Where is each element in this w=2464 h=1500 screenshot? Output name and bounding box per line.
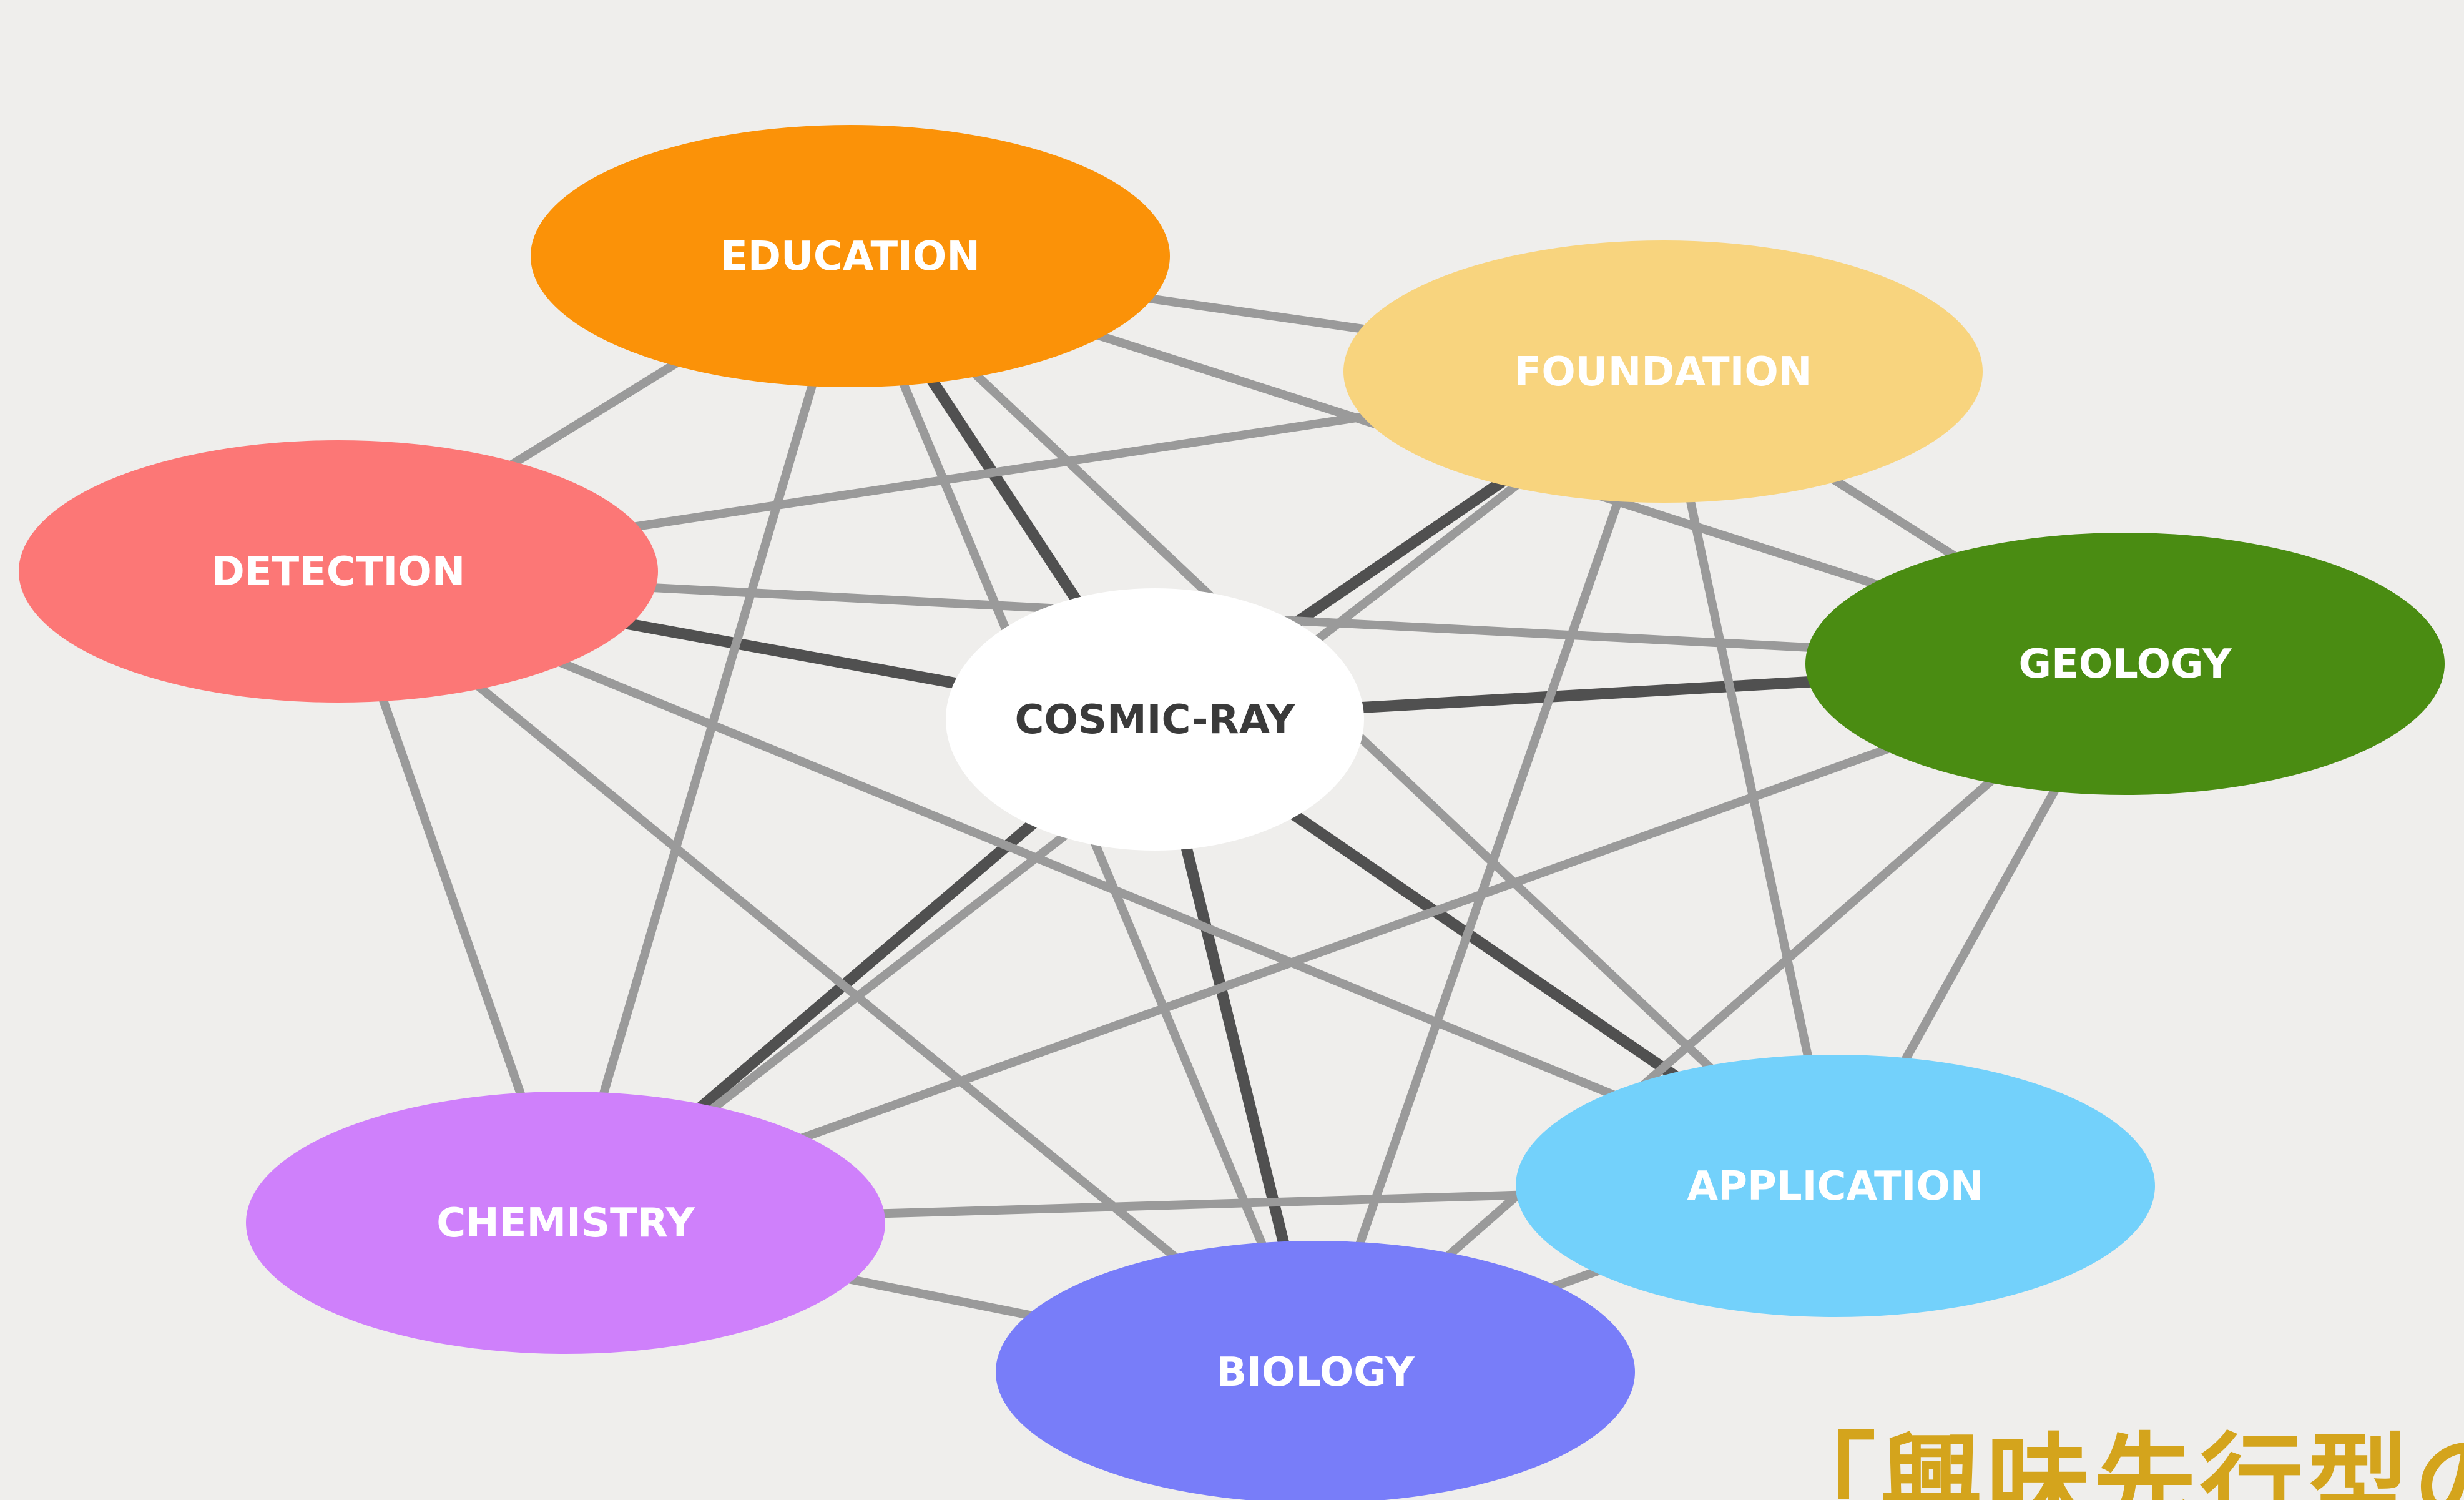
node-foundation-label: FOUNDATION xyxy=(1514,349,1812,395)
edge-cosmic-ray-geology xyxy=(1344,675,1828,714)
node-chemistry-label: CHEMISTRY xyxy=(436,1200,695,1246)
node-biology-label: BIOLOGY xyxy=(1216,1350,1415,1396)
edge-cosmic-ray-chemistry xyxy=(686,808,1049,1122)
edge-detection-application xyxy=(545,653,1629,1105)
node-geology-label: GEOLOGY xyxy=(2018,641,2232,688)
node-application-label: APPLICATION xyxy=(1687,1163,1984,1210)
node-education-ellipse xyxy=(531,125,1170,387)
node-geology-ellipse xyxy=(1805,533,2445,795)
edge-geology-chemistry xyxy=(787,739,1903,1147)
caption-text: 「興味先行型の xyxy=(1773,1421,2464,1500)
node-chemistry: CHEMISTRY xyxy=(246,1092,885,1354)
nodes-layer: EDUCATION FOUNDATION DETECTION COSMIC-RAY GE… xyxy=(19,125,2445,1500)
edge-cosmic-ray-foundation xyxy=(1277,468,1518,638)
edge-foundation-biology xyxy=(1350,482,1629,1261)
edge-cosmic-ray-application xyxy=(1277,801,1690,1089)
node-application-ellipse xyxy=(1516,1055,2155,1317)
node-cosmic-ray-label: COSMIC-RAY xyxy=(1015,697,1296,743)
edge-foundation-geology xyxy=(1819,468,1970,568)
edge-education-detection xyxy=(497,352,692,476)
edge-education-foundation xyxy=(1133,292,1380,336)
node-detection-ellipse xyxy=(19,440,658,703)
node-foundation: FOUNDATION xyxy=(1343,240,1983,503)
node-education: EDUCATION xyxy=(531,125,1170,387)
edge-chemistry-application xyxy=(865,1190,1536,1219)
edge-detection-chemistry xyxy=(373,682,531,1112)
node-foundation-ellipse xyxy=(1343,240,1983,503)
edge-detection-biology xyxy=(464,673,1190,1270)
node-chemistry-ellipse xyxy=(246,1092,885,1354)
edge-cosmic-ray-education xyxy=(918,363,1091,617)
node-cosmic-ray-ellipse xyxy=(946,588,1364,851)
node-application: APPLICATION xyxy=(1516,1055,2155,1317)
edge-chemistry-biology xyxy=(833,1271,1048,1323)
edge-foundation-detection xyxy=(619,410,1383,533)
node-detection-label: DETECTION xyxy=(212,549,466,595)
node-biology-ellipse xyxy=(996,1241,1635,1500)
edge-cosmic-ray-biology xyxy=(1177,829,1293,1261)
edge-cosmic-ray-detection xyxy=(611,615,974,692)
node-biology: BIOLOGY xyxy=(996,1241,1635,1500)
node-detection: DETECTION xyxy=(19,440,658,703)
node-cosmic-ray: COSMIC-RAY xyxy=(946,588,1364,851)
node-education-label: EDUCATION xyxy=(720,234,980,280)
edge-foundation-application xyxy=(1682,483,1816,1075)
edge-geology-application xyxy=(1893,773,2068,1077)
node-geology: GEOLOGY xyxy=(1805,533,2445,795)
edge-education-chemistry xyxy=(594,367,822,1112)
